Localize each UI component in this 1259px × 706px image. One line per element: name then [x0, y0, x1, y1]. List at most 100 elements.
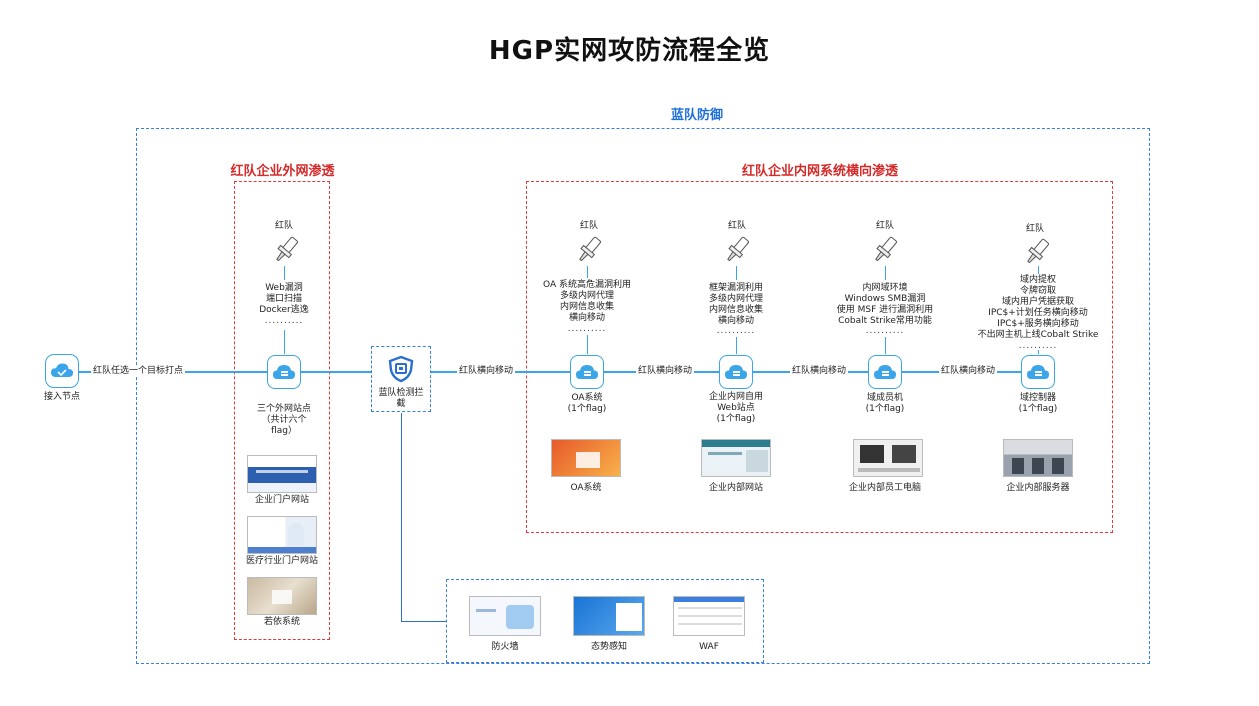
edge-label-member-dc: 红队横向移动 [939, 366, 998, 377]
col1-action-2: 内网信息收集 [708, 305, 763, 315]
col0-action-3: 横向移动 [568, 313, 605, 323]
site-label-2: 若依系统 [263, 617, 300, 627]
site-label-1: 医疗行业门户网站 [245, 556, 318, 566]
oa-system-node[interactable] [570, 355, 604, 389]
col3-action-1: 令牌窃取 [1019, 286, 1056, 296]
portal-site-screenshot [247, 455, 317, 493]
edge-label-oa-web: 红队横向移动 [636, 366, 695, 377]
col2-thumb-label: 企业内部员工电脑 [848, 483, 921, 493]
domain-member-node[interactable] [868, 355, 902, 389]
col3-connector-2 [1038, 350, 1039, 354]
col2-action-2: 使用 MSF 进行漏洞利用 [836, 305, 934, 315]
external-dots: .......... [264, 316, 304, 326]
defense-device-0: 防火墙 [491, 642, 519, 652]
col1-dots: .......... [716, 326, 756, 336]
col1-action-3: 横向移动 [717, 316, 754, 326]
col1-action-1: 多级内网代理 [708, 294, 763, 304]
employee-pc-photo [853, 439, 923, 477]
internal-section-title: 红队企业内网系统横向渗透 [741, 164, 898, 179]
col3-node-label-1: (1个flag) [1018, 404, 1058, 414]
col1-connector [736, 266, 737, 280]
detect-label-0: 蓝队检测拦 [378, 388, 424, 398]
col2-node-label-0: 域成员机 [866, 393, 903, 403]
attack-tool-icon [723, 234, 751, 270]
entry-node-label: 接入节点 [43, 392, 80, 402]
external-action-1: 端口扫描 [265, 294, 302, 304]
external-connector [284, 266, 285, 280]
detect-label-1: 截 [396, 399, 406, 409]
external-actor-label: 红队 [274, 221, 293, 231]
col3-node-label-0: 域控制器 [1019, 393, 1056, 403]
internal-section-box [526, 181, 1113, 533]
attack-tool-icon [871, 234, 899, 270]
internal-web-screenshot [701, 439, 771, 477]
blue-defense-box [136, 128, 1150, 664]
external-action-0: Web漏洞 [265, 283, 303, 293]
attack-tool-icon [575, 234, 603, 270]
col2-actor: 红队 [875, 221, 894, 231]
ruoyi-site-screenshot [247, 577, 317, 615]
col3-action-0: 域内提权 [1019, 275, 1056, 285]
entry-node[interactable] [45, 354, 79, 388]
defense-device-2: WAF [699, 642, 719, 652]
col1-node-label-1: Web站点 [717, 403, 755, 413]
attack-tool-icon [1023, 236, 1051, 272]
col3-action-3: IPC$+计划任务横向移动 [988, 308, 1088, 318]
domain-controller-node[interactable] [1021, 355, 1055, 389]
col3-connector [1038, 266, 1039, 274]
edge-label-detect-oa: 红队横向移动 [457, 366, 516, 377]
col0-node-label-1: (1个flag) [567, 404, 607, 414]
server-cloud-icon [719, 355, 753, 389]
col2-action-1: Windows SMB漏洞 [844, 294, 926, 304]
col3-dots: .......... [1018, 341, 1058, 351]
col1-action-0: 框架漏洞利用 [708, 283, 763, 293]
col1-connector-2 [736, 337, 737, 354]
entry-edge-label: 红队任选一个目标打点 [91, 366, 186, 377]
col0-actor: 红队 [579, 221, 598, 231]
attack-tool-icon [272, 234, 300, 270]
shield-icon [387, 355, 415, 387]
col0-action-2: 内网信息收集 [559, 302, 614, 312]
medical-site-screenshot [247, 516, 317, 554]
col3-actor: 红队 [1025, 224, 1044, 234]
col0-action-1: 多级内网代理 [559, 291, 614, 301]
internal-web-node[interactable] [719, 355, 753, 389]
external-section-box [234, 181, 330, 640]
server-room-photo [1003, 439, 1073, 477]
col2-node-label-1: (1个flag) [865, 404, 905, 414]
col0-action-0: OA 系统高危漏洞利用 [543, 280, 631, 290]
external-site-node[interactable] [267, 355, 301, 389]
col3-action-5: 不出网主机上线Cobalt Strike [977, 330, 1099, 340]
col3-action-2: 域内用户凭据获取 [1001, 297, 1074, 307]
server-cloud-icon [267, 355, 301, 389]
external-connector-2 [284, 330, 285, 354]
cloud-icon [45, 354, 79, 388]
col1-node-label-2: (1个flag) [716, 414, 756, 424]
edge-label-web-member: 红队横向移动 [790, 366, 849, 377]
external-node-label-2: flag） [271, 426, 297, 436]
detect-connector-vertical [401, 413, 402, 621]
page-title: HGP实网攻防流程全览 [488, 36, 771, 66]
external-section-title: 红队企业外网渗透 [230, 164, 335, 179]
col0-dots: .......... [567, 324, 607, 334]
col2-dots: .......... [865, 326, 905, 336]
main-flow-line [78, 371, 1024, 373]
col0-connector-2 [587, 335, 588, 354]
external-node-label-0: 三个外网站点 [256, 404, 311, 414]
situation-awareness-screenshot [573, 596, 645, 636]
col0-thumb-label: OA系统 [570, 483, 602, 493]
col3-action-4: IPC$+服务横向移动 [997, 319, 1079, 329]
col1-node-label-0: 企业内网自用 [708, 392, 763, 402]
server-cloud-icon [868, 355, 902, 389]
col2-action-0: 内网域环境 [862, 283, 908, 293]
col2-connector [885, 266, 886, 280]
col0-node-label-0: OA系统 [571, 393, 603, 403]
col3-thumb-label: 企业内部服务器 [1006, 483, 1070, 493]
col0-connector [587, 266, 588, 278]
site-label-0: 企业门户网站 [254, 495, 309, 505]
col2-action-3: Cobalt Strike常用功能 [838, 316, 932, 326]
col2-connector-2 [885, 337, 886, 354]
external-node-label-1: （共计六个 [261, 415, 307, 425]
detect-connector-horizontal [401, 621, 446, 622]
blue-defense-title: 蓝队防御 [670, 108, 723, 123]
